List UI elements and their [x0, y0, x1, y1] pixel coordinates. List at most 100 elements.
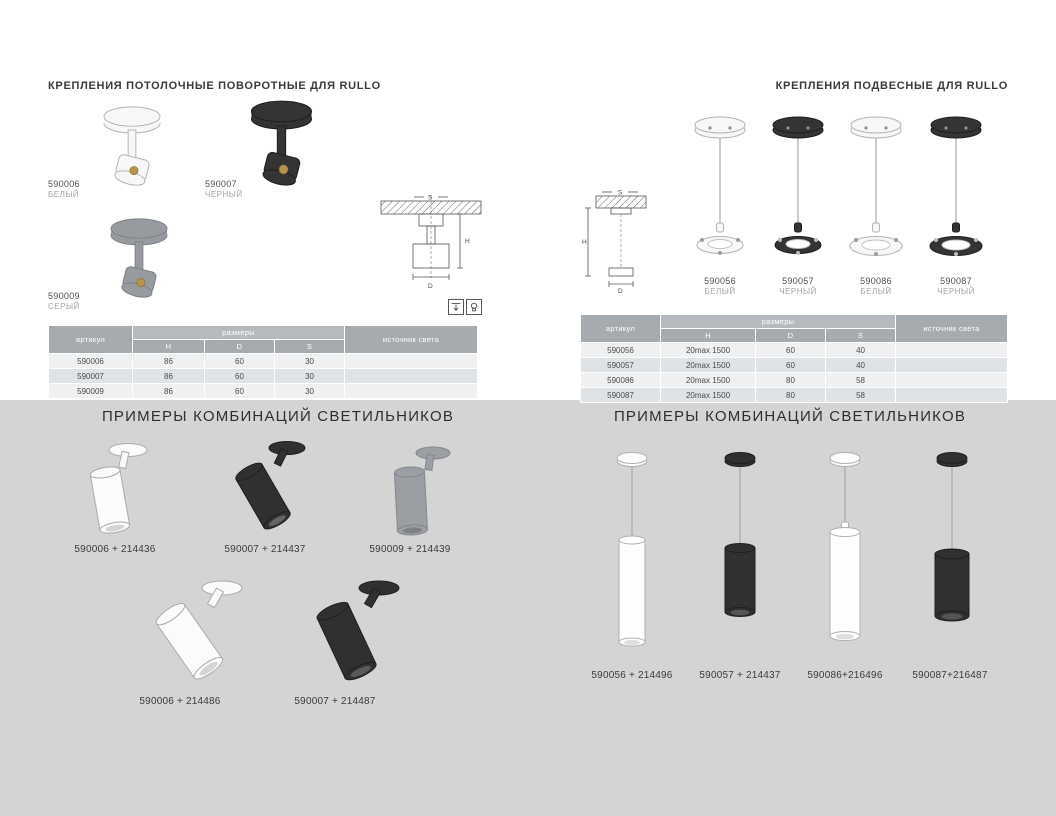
- combo-label: 590086+216496: [807, 670, 883, 681]
- section-title-pendant-mounts: КРЕПЛЕНИЯ ПОДВЕСНЫЕ ДЛЯ RULLO: [775, 80, 1008, 92]
- cell-article: 590056: [580, 342, 661, 358]
- cell-source: [895, 372, 1008, 388]
- combo-label: 590087+216487: [912, 670, 988, 681]
- swivel-mount-white-graphic: [103, 106, 161, 186]
- spec-row: 590057 20max 1500 60 40: [580, 357, 1008, 373]
- spec-row: 590087 20max 1500 80 58: [580, 387, 1008, 403]
- product-caption-590007: 590007 ЧЕРНЫЙ: [205, 179, 243, 199]
- combo-image-590086-216496: [805, 450, 885, 662]
- socket-detail: [129, 166, 139, 176]
- product-image-590006: [85, 104, 180, 186]
- cell-s: 40: [824, 357, 897, 373]
- product-finish: ЧЕРНЫЙ: [937, 287, 975, 296]
- cell-d: 60: [204, 368, 275, 384]
- col-header-s: S: [824, 328, 897, 343]
- product-image-590086: [838, 112, 914, 274]
- combo-label: 590009 + 214439: [369, 544, 451, 555]
- product-code: 590009: [48, 291, 80, 301]
- combos-title-ceiling: ПРИМЕРЫ КОМБИНАЦИЙ СВЕТИЛЬНИКОВ: [101, 408, 455, 425]
- col-header-s: S: [273, 339, 346, 354]
- dim-label-h: H: [465, 238, 470, 245]
- cell-h: 86: [132, 383, 205, 399]
- socket-detail: [136, 278, 146, 288]
- col-header-d: D: [204, 339, 275, 354]
- cell-d: 60: [755, 357, 826, 373]
- product-code: 590057: [782, 276, 814, 286]
- swivel-mount-gray-graphic: [110, 218, 168, 298]
- dimension-diagram-ceiling: S H D: [380, 192, 482, 300]
- combo-label: 590007 + 214487: [294, 696, 376, 707]
- cell-h: 86: [132, 353, 205, 369]
- cell-h: 20max 1500: [660, 387, 756, 403]
- combo-label: 590006 + 214486: [139, 696, 221, 707]
- combos-title-pendant: ПРИМЕРЫ КОМБИНАЦИЙ СВЕТИЛЬНИКОВ: [613, 408, 967, 425]
- product-finish: СЕРЫЙ: [48, 302, 80, 311]
- cell-source: [895, 387, 1008, 403]
- direction-adjust-icon: [448, 299, 464, 315]
- cell-source: [344, 383, 478, 399]
- combo-image-590009-214439: [365, 442, 467, 542]
- cell-source: [895, 342, 1008, 358]
- cell-source: [344, 368, 478, 384]
- product-finish: БЕЛЫЙ: [48, 190, 80, 199]
- dim-label-d: D: [618, 288, 623, 295]
- cell-source: [344, 353, 478, 369]
- product-code: 590056: [704, 276, 736, 286]
- col-header-dims: размеры: [659, 314, 897, 329]
- dim-label-s: S: [428, 195, 433, 202]
- cell-s: 58: [824, 372, 897, 388]
- col-header-h: H: [660, 328, 756, 343]
- spec-row: 590086 20max 1500 80 58: [580, 372, 1008, 388]
- col-header-d: D: [755, 328, 826, 343]
- product-finish: БЕЛЫЙ: [704, 287, 736, 296]
- pendant-spec-table: артикул размеры источник света H D S 590…: [580, 314, 1008, 403]
- dimension-diagram-pendant: S H D: [582, 188, 660, 296]
- col-header-article: артикул: [48, 325, 133, 354]
- product-image-590009: [92, 216, 187, 298]
- product-code: 590086: [860, 276, 892, 286]
- dim-label-h: H: [582, 239, 587, 246]
- product-finish: ЧЕРНЫЙ: [205, 190, 243, 199]
- combo-image-590056-214496: [592, 450, 672, 662]
- combo-label: 590056 + 214496: [591, 670, 673, 681]
- spec-row: 590009 86 60 30: [48, 383, 478, 399]
- cell-s: 58: [824, 387, 897, 403]
- combo-image-590006-214436: [62, 440, 170, 542]
- cell-s: 30: [273, 368, 346, 384]
- cell-h: 20max 1500: [660, 342, 756, 358]
- combo-image-590007-214487: [285, 576, 423, 694]
- spec-row: 590056 20max 1500 60 40: [580, 342, 1008, 358]
- cell-s: 40: [824, 342, 897, 358]
- combo-image-590087-216487: [910, 450, 994, 662]
- combo-image-590006-214486: [128, 576, 266, 694]
- cell-h: 20max 1500: [660, 372, 756, 388]
- combo-image-590057-214437: [700, 450, 780, 662]
- cell-article: 590007: [48, 368, 133, 384]
- cell-h: 20max 1500: [660, 357, 756, 373]
- cell-d: 80: [755, 372, 826, 388]
- product-image-590056: [682, 112, 758, 274]
- dim-label-d: D: [428, 283, 433, 290]
- col-header-dims: размеры: [131, 325, 346, 340]
- swivel-mount-black-graphic: [250, 100, 313, 186]
- col-header-article: артикул: [580, 314, 661, 343]
- dim-label-s: S: [618, 190, 623, 197]
- combo-label: 590057 + 214437: [699, 670, 781, 681]
- cell-article: 590006: [48, 353, 133, 369]
- lamp-socket-icon: [466, 299, 482, 315]
- product-caption-590056: 590056 БЕЛЫЙ: [682, 276, 758, 296]
- product-caption-590087: 590087 ЧЕРНЫЙ: [918, 276, 994, 296]
- ceiling-spec-table: артикул размеры источник света H D S 590…: [48, 325, 478, 399]
- product-code: 590007: [205, 179, 237, 189]
- cell-s: 30: [273, 353, 346, 369]
- cell-article: 590087: [580, 387, 661, 403]
- combo-label: 590007 + 214437: [224, 544, 306, 555]
- product-caption-590006: 590006 БЕЛЫЙ: [48, 179, 80, 199]
- product-image-590007: [232, 98, 332, 186]
- product-caption-590057: 590057 ЧЕРНЫЙ: [760, 276, 836, 296]
- product-image-590087: [918, 112, 994, 274]
- product-finish: БЕЛЫЙ: [860, 287, 892, 296]
- product-code: 590087: [940, 276, 972, 286]
- combo-image-590007-214437: [213, 438, 321, 542]
- col-header-source: источник света: [344, 325, 478, 354]
